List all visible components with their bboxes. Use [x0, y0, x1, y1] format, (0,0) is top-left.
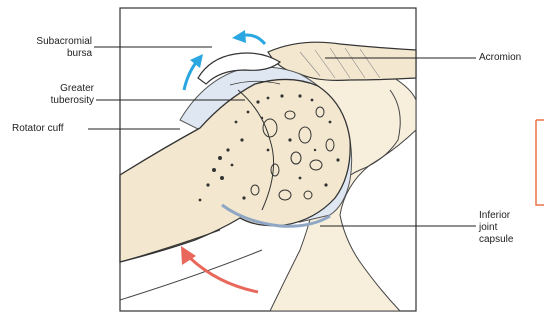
label-subacromial-bursa: Subacromial bursa: [6, 36, 92, 60]
label-acromion: Acromion: [479, 52, 521, 64]
label-rotator-cuff: Rotator cuff: [12, 123, 64, 135]
label-greater-tuberosity: Greater tuberosity: [6, 83, 94, 107]
side-panel-edge: [536, 120, 544, 205]
label-inferior-joint-capsule: Inferior joint capsule: [479, 210, 513, 246]
